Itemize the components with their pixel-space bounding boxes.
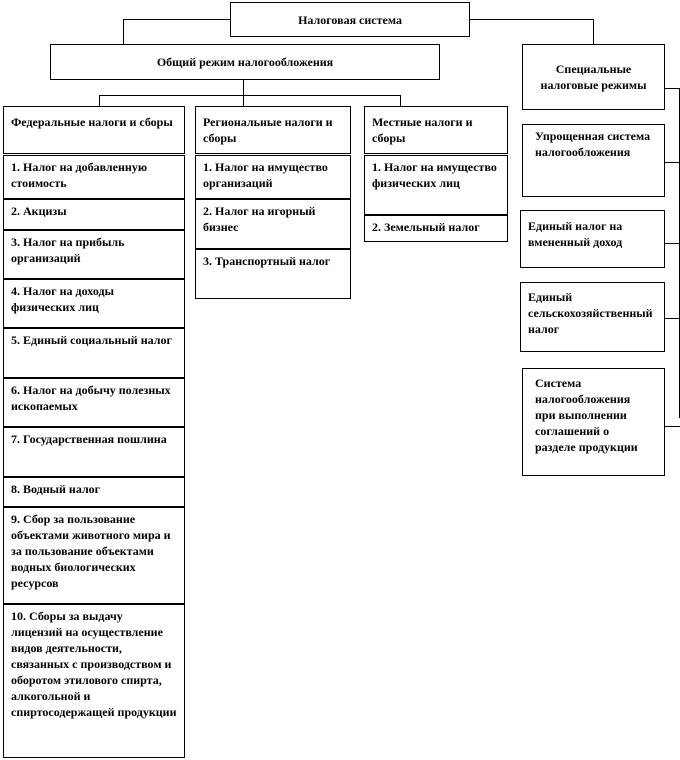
federal-item: 4. Налог на доходы физических лиц bbox=[3, 279, 185, 328]
connector bbox=[593, 19, 594, 44]
federal-item: 1. Налог на добавленную стоимость bbox=[3, 155, 185, 199]
root-node: Налоговая система bbox=[230, 2, 470, 37]
regional-item: 1. Налог на имущество организаций bbox=[195, 155, 351, 199]
federal-item: 5. Единый социальный налог bbox=[3, 328, 185, 378]
general-regime-node: Общий режим налогообложения bbox=[50, 44, 440, 80]
connector bbox=[99, 95, 100, 106]
connector bbox=[123, 19, 124, 44]
federal-item: 3. Налог на прибыль организаций bbox=[3, 230, 185, 279]
connector bbox=[243, 80, 244, 95]
special-item: Упрощенная система налогообложения bbox=[522, 124, 665, 197]
connector bbox=[123, 19, 230, 20]
federal-item: 10. Сборы за выдачу лицензий на осуществ… bbox=[3, 604, 185, 758]
local-header: Местные налоги и сборы bbox=[364, 106, 508, 154]
connector bbox=[400, 95, 401, 106]
special-regimes-node: Специальные налоговые режимы bbox=[522, 44, 665, 110]
regional-item: 3. Транспортный налог bbox=[195, 249, 351, 299]
federal-item: 2. Акцизы bbox=[3, 199, 185, 230]
special-item: Единый налог на вмененный доход bbox=[520, 210, 665, 268]
federal-item: 9. Сбор за пользование объектами животно… bbox=[3, 507, 185, 604]
regional-header: Региональные налоги и сборы bbox=[195, 106, 351, 154]
connector bbox=[665, 318, 680, 319]
special-item: Единый сельскохозяйственный налог bbox=[520, 282, 665, 352]
connector bbox=[243, 95, 244, 106]
connector bbox=[99, 95, 400, 96]
local-item: 1. Налог на имущество физических лиц bbox=[364, 155, 508, 215]
federal-item: 8. Водный налог bbox=[3, 477, 185, 507]
regional-item: 2. Налог на игорный бизнес bbox=[195, 199, 351, 249]
connector bbox=[665, 162, 680, 163]
special-item: Система налогообложения при выполнении с… bbox=[522, 368, 665, 476]
connector bbox=[665, 426, 680, 427]
connector bbox=[470, 19, 593, 20]
connector bbox=[665, 243, 680, 244]
federal-item: 7. Государственная пошлина bbox=[3, 427, 185, 477]
local-item: 2. Земельный налог bbox=[364, 215, 508, 242]
federal-header: Федеральные налоги и сборы bbox=[3, 106, 185, 154]
federal-item: 6. Налог на добычу полезных ископаемых bbox=[3, 378, 185, 427]
connector bbox=[665, 88, 680, 89]
